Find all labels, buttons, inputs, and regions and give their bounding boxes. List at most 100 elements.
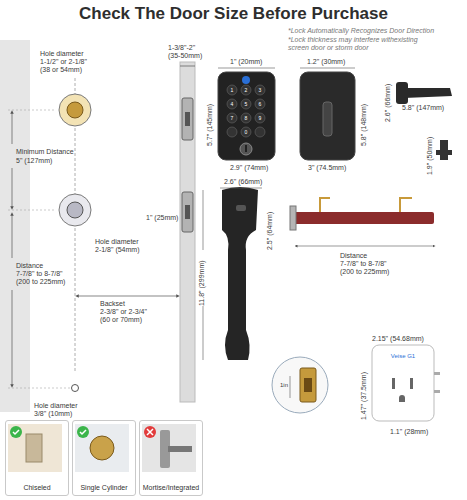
dimension-label: 1.9" (50mm) <box>426 137 434 175</box>
dimension-label: 2-3/8" or 2-3/4" <box>100 308 147 316</box>
key-digit: 8 <box>245 115 248 121</box>
key-digit: 1 <box>231 87 234 93</box>
key-digit: 5 <box>245 101 248 107</box>
dimension-line <box>180 66 195 67</box>
outlet-slot <box>392 378 395 389</box>
key-button <box>227 99 237 109</box>
key-button <box>227 85 237 95</box>
dimension-label: 5.8" (147mm) <box>402 104 444 112</box>
bore-hole <box>59 94 91 126</box>
keypad-front <box>218 72 275 160</box>
key-button <box>241 113 251 123</box>
key-button <box>255 85 265 95</box>
key-button <box>255 127 265 137</box>
mortise-lever <box>168 446 192 452</box>
keypad-buttons <box>227 85 265 137</box>
key-digit: 9 <box>259 115 262 121</box>
dimension-line <box>300 68 355 69</box>
key-digit: 6 <box>259 101 262 107</box>
page-title: Check The Door Size Before Purchase <box>0 4 467 24</box>
dimension-label: (60 or 70mm) <box>100 316 142 324</box>
panel-label: Mortise/Integrated <box>140 484 202 492</box>
dimension-label: Hole diameter <box>95 238 139 246</box>
dimension-label: (200 to 225mm) <box>340 268 389 276</box>
thumb-turn <box>323 102 332 136</box>
smart-plug <box>372 345 434 421</box>
key-button <box>241 85 251 95</box>
dimension-label: 5.7" (145mm) <box>206 104 214 146</box>
fingerprint-sensor <box>242 76 250 84</box>
door-edge <box>180 62 195 402</box>
tailpiece <box>436 140 452 160</box>
dimension-label: 1in <box>280 382 288 389</box>
panel-label: Single Cylinder <box>73 484 135 492</box>
dimension-line <box>12 214 13 258</box>
door-face <box>0 40 30 412</box>
key-button <box>255 113 265 123</box>
door-type-panel: Single Cylinder <box>72 420 136 496</box>
outlet-slot <box>410 378 413 389</box>
latch-faceplate <box>290 206 296 230</box>
dimension-line <box>203 190 204 250</box>
dimension-label: Hole diameter <box>34 402 78 410</box>
extension-line <box>8 388 70 389</box>
dimension-line <box>290 376 291 398</box>
key-button <box>255 99 265 109</box>
door-type-panel: Mortise/Integrated <box>139 420 203 496</box>
dimension-line <box>77 296 178 297</box>
dimension-label: 1.1" (28mm) <box>390 428 428 436</box>
dimension-line <box>12 112 13 144</box>
dimension-label: 1-1/2" or 2-1/8" <box>40 58 87 66</box>
panel-label: Chiseled <box>6 484 68 492</box>
cylinder-photo <box>75 424 129 472</box>
dimension-label: Hole diameter <box>40 50 84 58</box>
dimension-label: 2.9" (74mm) <box>230 164 268 172</box>
strike-plate <box>182 192 193 232</box>
key-button <box>241 99 251 109</box>
dimension-label: Veise G1 <box>391 353 415 360</box>
thumb-lever <box>236 205 246 211</box>
dimension-label: 5" (127mm) <box>16 157 52 165</box>
door-type-panel: Chiseled <box>5 420 69 496</box>
inset-latch <box>300 368 316 402</box>
handleset-grip <box>222 187 258 360</box>
dimension-label: 1-3/8"-2" <box>168 44 195 52</box>
check-icon <box>10 426 22 438</box>
interior-unit <box>300 72 355 160</box>
key-digit: 2 <box>245 87 248 93</box>
dimension-line <box>220 188 262 189</box>
strike-plate <box>182 98 193 140</box>
lever-handle <box>404 88 452 98</box>
bore-latch <box>67 102 83 118</box>
dimension-line <box>218 68 275 69</box>
keyhole <box>240 143 252 155</box>
dimension-label: 1" (20mm) <box>230 58 262 66</box>
latch-bolt <box>185 205 190 219</box>
key-digit: 0 <box>245 129 248 135</box>
keyway <box>245 145 247 152</box>
cylinder-lock <box>90 436 114 460</box>
plug-prong <box>434 372 440 375</box>
outlet-ground <box>399 395 405 402</box>
key-button <box>227 127 237 137</box>
bore-latch <box>67 202 83 218</box>
small-hole <box>72 385 79 392</box>
check-mark <box>13 430 19 434</box>
extension-line <box>8 110 56 111</box>
dimension-label: 7-7/8" to 8-7/8" <box>16 270 63 278</box>
dimension-label: 11.8" (299mm) <box>198 260 206 306</box>
dimension-label: 1.2" (30mm) <box>307 58 345 66</box>
check-icon <box>77 426 89 438</box>
note-text: *Lock Automatically Recognizes Door Dire… <box>288 27 463 35</box>
dimension-label: 1.47" (37.5mm) <box>360 372 368 420</box>
cross-mark <box>147 429 153 435</box>
dimension-label: Minimum Distance <box>16 148 74 156</box>
key-digit: 3 <box>259 87 262 93</box>
chiseled-photo <box>8 424 62 472</box>
inset-circle <box>272 357 328 413</box>
dimension-line <box>372 346 434 347</box>
plug-prong <box>434 390 440 393</box>
dimension-line <box>12 168 13 208</box>
